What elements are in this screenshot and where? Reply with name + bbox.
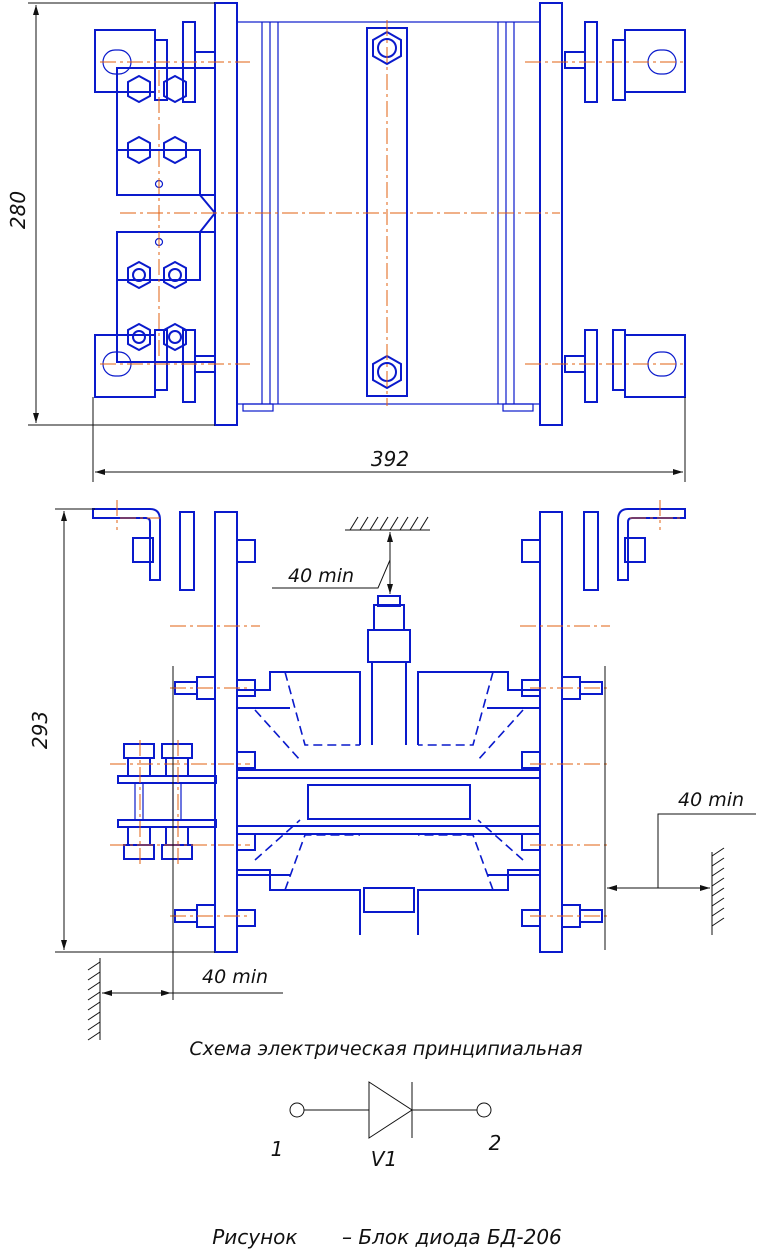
front-view-dimensions: 293 40 min 40 min 40 min: [28, 508, 756, 1000]
side-bolts: [174, 676, 603, 928]
component-label: V1: [371, 1147, 397, 1171]
top-view: [94, 2, 686, 426]
bracket-top-left: [94, 29, 156, 93]
dim-height-top: 280: [6, 191, 30, 229]
electrical-schematic: Схема электрическая принципиальная 1 2 V…: [189, 1038, 582, 1171]
plate-right: [539, 2, 563, 426]
figure-caption: Рисунок – Блок диода БД-206: [212, 1225, 562, 1249]
plate-left-front: [214, 511, 238, 953]
schematic-title: Схема электрическая принципиальная: [189, 1038, 582, 1060]
dim-clearance-right: 40 min: [678, 789, 744, 811]
terminal-1: [289, 1102, 305, 1118]
terminal-2-label: 2: [489, 1131, 502, 1155]
diode-body: [236, 777, 541, 827]
dim-width-top: 392: [371, 447, 409, 471]
plate-left: [214, 2, 238, 426]
plate-right-front: [539, 511, 563, 953]
dim-clearance-left: 40 min: [202, 966, 268, 988]
terminal-lugs: [117, 743, 217, 860]
terminal-2: [476, 1102, 492, 1118]
ground-symbols: [87, 516, 725, 1041]
angle-bracket-left: [92, 508, 161, 581]
angle-bracket-right: [617, 508, 686, 581]
bracket-bottom-left: [94, 334, 156, 398]
top-view-dimensions: 280 392: [6, 2, 686, 482]
dim-height-bottom: 293: [28, 711, 52, 749]
front-view: [92, 500, 686, 953]
diode-symbol-icon: [368, 1081, 413, 1139]
dim-clearance-top: 40 min: [288, 565, 354, 587]
terminal-1-label: 1: [271, 1137, 284, 1161]
